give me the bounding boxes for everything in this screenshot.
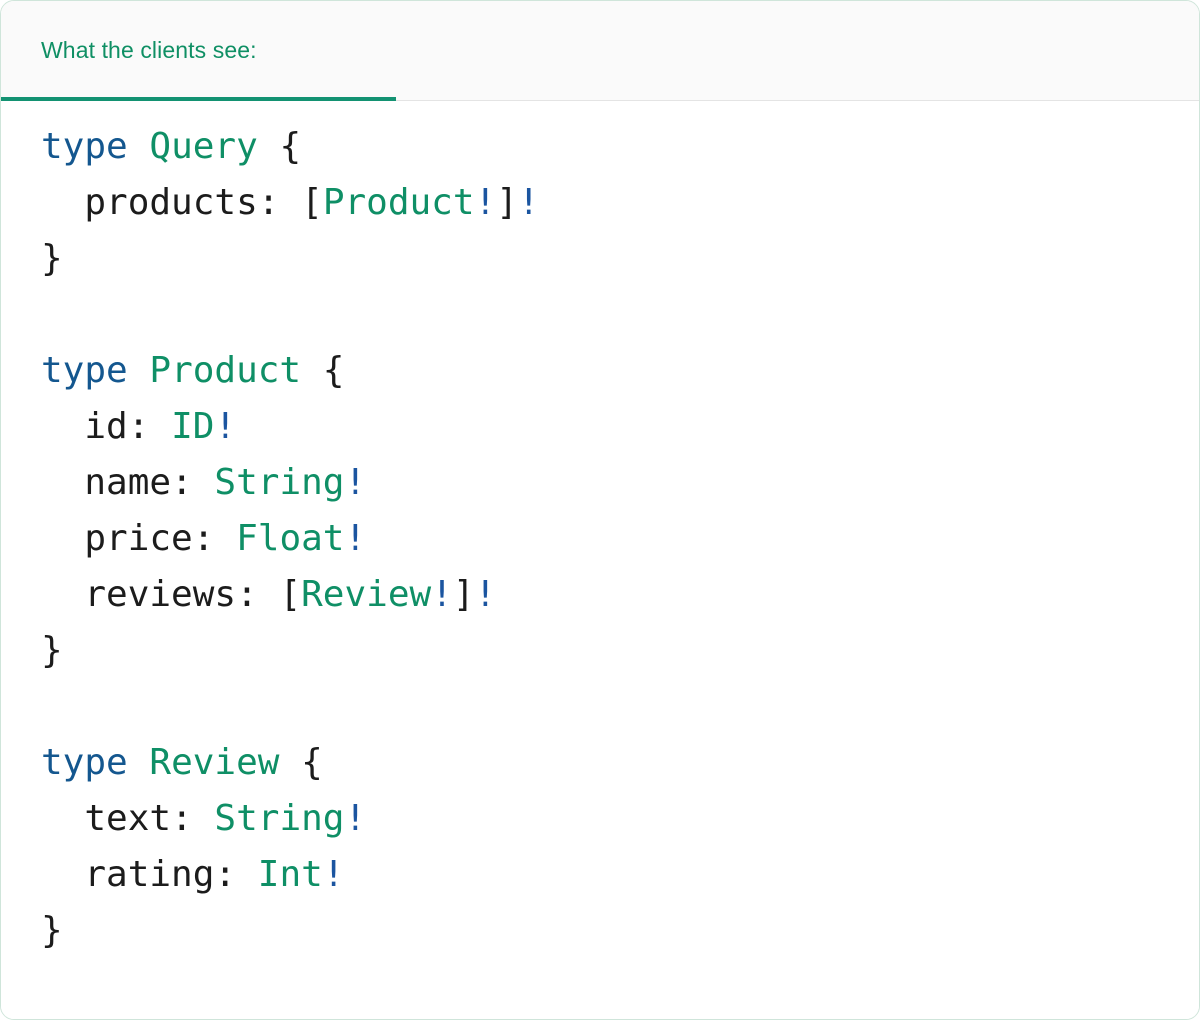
code-token-type: Product [149, 350, 302, 391]
graphql-schema-code: type Query { products: [Product!]!} type… [41, 119, 1199, 959]
code-token-punct: ] [452, 574, 475, 615]
code-token-punct [301, 350, 323, 391]
code-token-type: Review [149, 742, 280, 783]
code-token-type: String [214, 798, 345, 839]
code-indent [41, 854, 84, 895]
code-token-bang: ! [344, 462, 367, 503]
code-token-bang: ! [474, 574, 497, 615]
code-line: text: String! [41, 791, 1199, 847]
code-token-punct [193, 462, 215, 503]
code-line: products: [Product!]! [41, 175, 1199, 231]
code-indent [41, 574, 84, 615]
code-line: type Product { [41, 343, 1199, 399]
code-token-field: rating: [84, 854, 237, 895]
code-token-punct: } [41, 238, 63, 279]
tab-what-the-clients-see[interactable]: What the clients see: [1, 1, 396, 100]
tab-label: What the clients see: [41, 37, 257, 63]
code-line: rating: Int! [41, 847, 1199, 903]
code-indent [41, 462, 84, 503]
code-line: } [41, 903, 1199, 959]
code-token-punct [214, 518, 236, 559]
code-token-kw: type [41, 350, 128, 391]
code-token-bang: ! [344, 798, 367, 839]
code-token-field: products: [84, 182, 280, 223]
code-token-punct [258, 126, 280, 167]
code-token-field: text: [84, 798, 193, 839]
code-indent [41, 798, 84, 839]
code-area: type Query { products: [Product!]!} type… [1, 101, 1199, 1019]
code-token-punct: } [41, 910, 63, 951]
code-token-punct [279, 182, 301, 223]
code-token-punct: [ [301, 182, 323, 223]
code-token-bang: ! [322, 854, 345, 895]
code-line: type Query { [41, 119, 1199, 175]
code-token-type: Int [257, 854, 323, 895]
code-token-kw: type [41, 742, 128, 783]
code-token-punct: ] [496, 182, 518, 223]
code-token-punct [193, 798, 215, 839]
code-token-field: name: [84, 462, 193, 503]
code-token-bang: ! [214, 406, 237, 447]
code-token-punct: { [279, 126, 302, 167]
code-indent [41, 182, 84, 223]
code-line: } [41, 623, 1199, 679]
code-token-bang: ! [517, 182, 540, 223]
code-indent [41, 406, 84, 447]
tab-strip: What the clients see: [1, 1, 1199, 101]
code-token-punct [128, 350, 150, 391]
code-token-punct: { [322, 350, 345, 391]
code-line: name: String! [41, 455, 1199, 511]
code-token-punct: { [301, 742, 323, 783]
code-line: reviews: [Review!]! [41, 567, 1199, 623]
code-token-bang: ! [431, 574, 453, 615]
code-line: id: ID! [41, 399, 1199, 455]
code-token-type: String [214, 462, 345, 503]
code-token-type: ID [171, 406, 215, 447]
code-token-punct [279, 742, 301, 783]
code-token-punct [149, 406, 171, 447]
code-token-field: price: [84, 518, 215, 559]
code-token-punct [258, 574, 280, 615]
code-line: price: Float! [41, 511, 1199, 567]
code-token-punct [128, 126, 150, 167]
code-token-punct: [ [279, 574, 302, 615]
code-indent [41, 518, 84, 559]
code-token-punct [236, 854, 258, 895]
code-token-field: id: [84, 406, 150, 447]
code-token-bang: ! [474, 182, 497, 223]
active-tab-underline [1, 97, 396, 101]
code-token-bang: ! [344, 518, 367, 559]
code-token-punct [128, 742, 150, 783]
code-line [41, 287, 1199, 343]
code-line: } [41, 231, 1199, 287]
code-line: type Review { [41, 735, 1199, 791]
code-token-type: Float [236, 518, 345, 559]
code-token-type: Query [149, 126, 258, 167]
code-token-kw: type [41, 126, 128, 167]
code-token-type: Review [301, 574, 432, 615]
code-token-punct: } [41, 630, 63, 671]
code-token-field: reviews: [84, 574, 258, 615]
code-line [41, 679, 1199, 735]
code-token-type: Product [322, 182, 475, 223]
